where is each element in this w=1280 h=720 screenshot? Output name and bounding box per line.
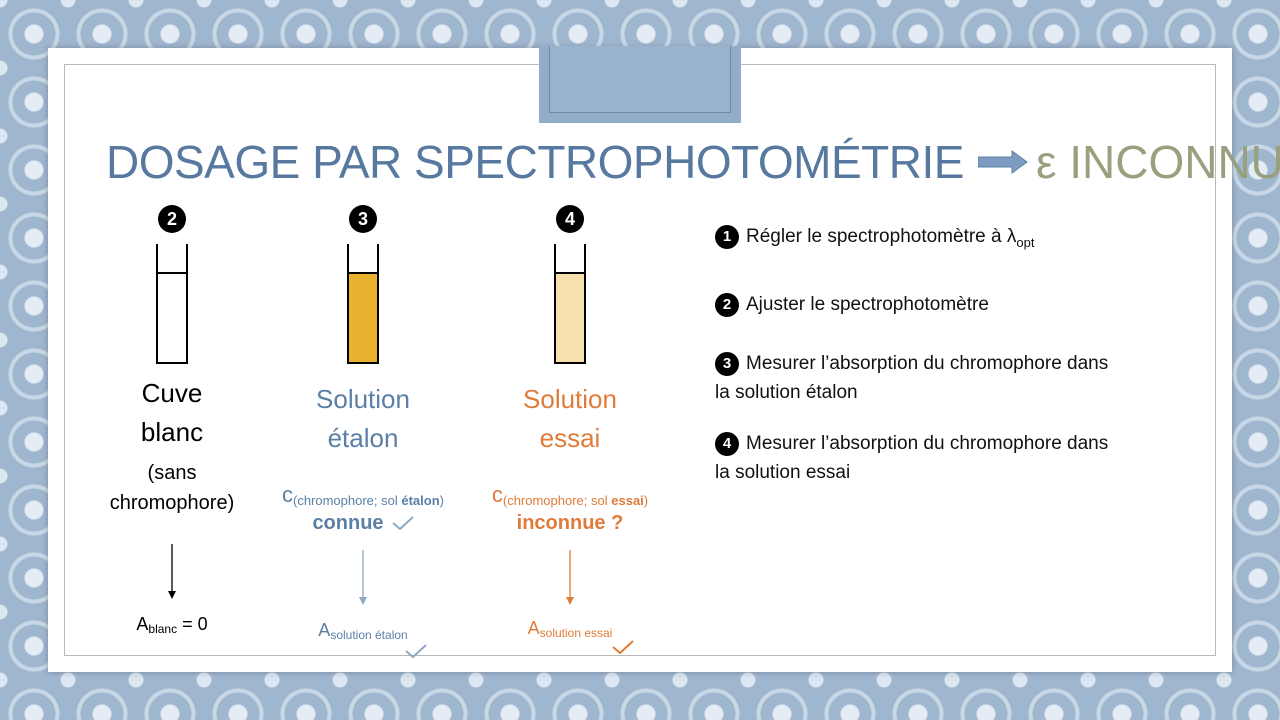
title-accent: ε INCONNU bbox=[1035, 136, 1280, 188]
absorbance-sample: Asolution essai bbox=[527, 618, 613, 640]
cuvette-sample bbox=[554, 244, 586, 364]
slide-title: DOSAGE PAR SPECTROPHOTOMÉTRIE ε INCONNU bbox=[106, 130, 1280, 194]
down-arrow-icon bbox=[566, 550, 574, 605]
column-label: Cuve blanc bbox=[140, 378, 204, 447]
cuvette-standard bbox=[347, 244, 379, 364]
column-label: Solution étalon bbox=[316, 384, 410, 453]
column-sample: 4 Solution essai c(chromophore; sol essa… bbox=[460, 205, 680, 654]
title-main: DOSAGE PAR SPECTROPHOTOMÉTRIE bbox=[106, 136, 964, 188]
slide: DOSAGE PAR SPECTROPHOTOMÉTRIE ε INCONNU … bbox=[48, 46, 1280, 672]
column-blank: 2 Cuve blanc (sans chromophore) Ablanc =… bbox=[62, 205, 282, 636]
concentration-standard: c(chromophore; sol étalon) connue bbox=[281, 482, 445, 535]
check-icon bbox=[612, 640, 634, 654]
check-icon bbox=[405, 644, 427, 658]
concentration-sample: c(chromophore; sol essai) inconnue ? bbox=[491, 482, 649, 535]
step-badge: 2 bbox=[158, 205, 186, 233]
down-arrow-icon bbox=[359, 550, 367, 605]
column-note: (sans chromophore) bbox=[109, 462, 235, 514]
step-badge: 3 bbox=[349, 205, 377, 233]
step-badge: 4 bbox=[556, 205, 584, 233]
cuvette-blank bbox=[156, 244, 188, 364]
decorative-tab bbox=[539, 46, 741, 123]
right-arrow-icon bbox=[977, 150, 1028, 174]
down-arrow-icon bbox=[168, 544, 176, 599]
absorbance-blank: Ablanc = 0 bbox=[136, 614, 208, 636]
absorbance-standard: Asolution étalon bbox=[318, 620, 408, 642]
column-label: Solution essai bbox=[523, 384, 617, 453]
column-standard: 3 Solution étalon c(chromophore; sol éta… bbox=[253, 205, 473, 658]
check-icon bbox=[391, 516, 414, 530]
